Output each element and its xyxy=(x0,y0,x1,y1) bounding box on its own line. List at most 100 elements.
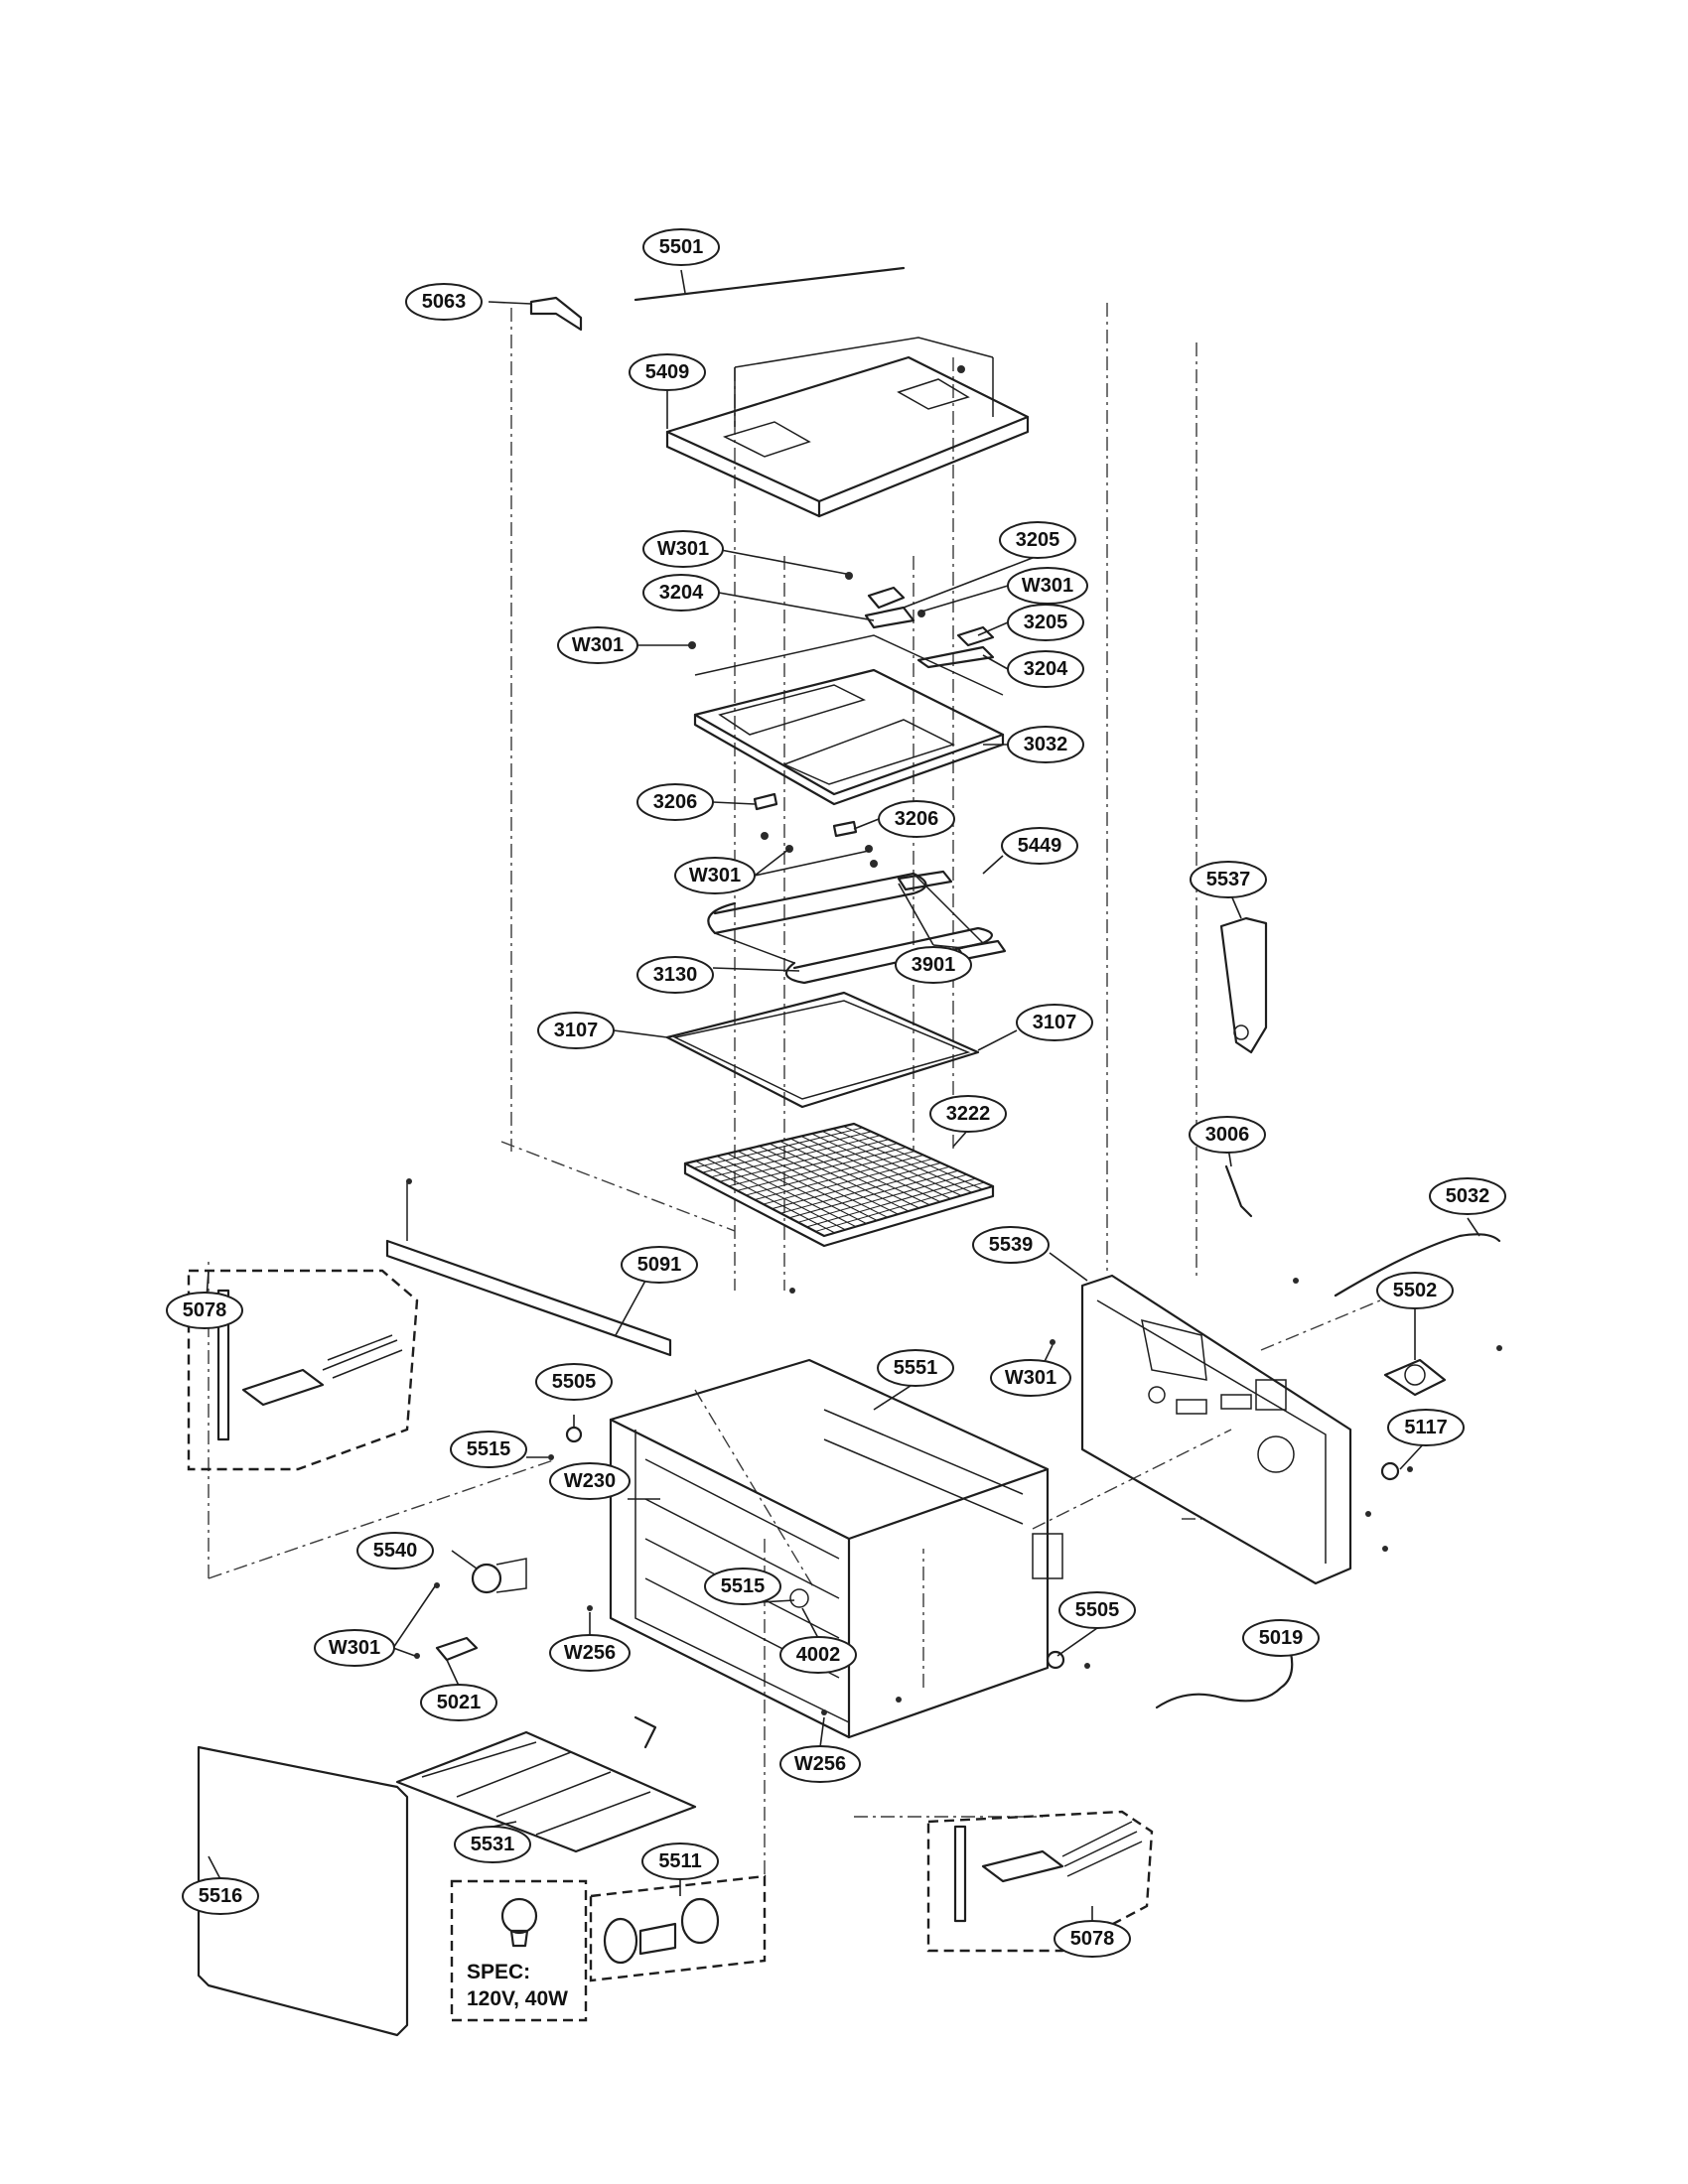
callout-label: W256 xyxy=(794,1753,846,1775)
callout-label: 5032 xyxy=(1446,1185,1490,1207)
part-5502-motor xyxy=(1383,1358,1447,1397)
callout-3206-a: 3206 xyxy=(636,783,714,821)
callout-w256-b: W256 xyxy=(779,1745,861,1783)
callout-5501: 5501 xyxy=(642,228,720,266)
callout-3206-b: 3206 xyxy=(878,800,955,838)
callout-3222: 3222 xyxy=(929,1095,1007,1133)
part-5505-lower xyxy=(1046,1650,1065,1670)
callout-label: 5117 xyxy=(1404,1417,1447,1438)
callout-5409: 5409 xyxy=(629,353,706,391)
screws-top xyxy=(688,365,965,649)
callout-3006: 3006 xyxy=(1189,1116,1266,1154)
part-5063-bracket xyxy=(529,296,583,332)
part-5501-rod xyxy=(633,266,906,302)
callout-label: 5515 xyxy=(721,1575,766,1597)
part-5091-bar xyxy=(385,1181,672,1357)
part-5551-oven-cavity xyxy=(609,1358,1063,1739)
callout-label: 3032 xyxy=(1024,734,1068,755)
callout-label: 3006 xyxy=(1205,1124,1250,1146)
callout-5091: 5091 xyxy=(621,1246,698,1284)
part-5505-upper xyxy=(565,1426,583,1443)
part-5511-lamp-assembly xyxy=(589,1874,767,1982)
spec-label: SPEC: 120V, 40W xyxy=(467,1961,568,2010)
callout-5078-b: 5078 xyxy=(1054,1920,1131,1958)
callout-w256-a: W256 xyxy=(549,1634,631,1672)
callout-3901: 3901 xyxy=(895,946,972,984)
callout-5449: 5449 xyxy=(1001,827,1078,865)
callout-label: 5078 xyxy=(183,1299,227,1321)
callout-w301-b: W301 xyxy=(1007,567,1088,605)
part-5019-wire xyxy=(1155,1651,1294,1709)
spec-bulb-box xyxy=(450,1879,588,2022)
callout-label: W256 xyxy=(564,1642,616,1664)
callout-label: 5511 xyxy=(658,1850,701,1872)
callout-label: 3901 xyxy=(912,954,956,976)
callout-5539: 5539 xyxy=(972,1226,1050,1264)
callout-label: 5409 xyxy=(645,361,690,383)
callout-3204-b: 3204 xyxy=(1007,650,1084,688)
callout-label: 5537 xyxy=(1206,869,1251,890)
part-3204-3205-brackets xyxy=(864,586,995,669)
part-5409-top-cover xyxy=(665,337,1030,518)
part-3222-grille xyxy=(683,1122,995,1248)
callout-3205-a: 3205 xyxy=(999,521,1076,559)
callout-label: 5501 xyxy=(659,236,704,258)
part-5117-cap xyxy=(1380,1461,1413,1481)
callout-5516: 5516 xyxy=(182,1877,259,1915)
callout-label: W230 xyxy=(564,1470,616,1492)
part-5515-upper xyxy=(548,1454,554,1460)
callout-label: 3206 xyxy=(653,791,698,813)
callout-label: 5019 xyxy=(1259,1627,1304,1649)
callout-w230: W230 xyxy=(549,1462,631,1500)
callout-label: 5539 xyxy=(989,1234,1034,1256)
callout-w301-d: W301 xyxy=(674,857,756,894)
callout-label: 3205 xyxy=(1016,529,1060,551)
spec-line-1: SPEC: xyxy=(467,1961,530,1983)
callout-label: 5531 xyxy=(471,1834,515,1855)
callout-w301-c: W301 xyxy=(557,626,638,664)
callout-5505-b: 5505 xyxy=(1058,1591,1136,1629)
callout-5531: 5531 xyxy=(454,1826,531,1863)
callout-5032: 5032 xyxy=(1429,1177,1506,1215)
callout-label: 3107 xyxy=(1033,1012,1077,1033)
part-5078-right-assembly xyxy=(926,1810,1154,1953)
callout-label: 3107 xyxy=(554,1020,599,1041)
part-5540-socket xyxy=(471,1558,527,1594)
part-3107-gasket xyxy=(665,991,980,1109)
callout-4002: 4002 xyxy=(779,1636,857,1674)
callout-3130: 3130 xyxy=(636,956,714,994)
part-5449-3901-brackets xyxy=(897,870,1007,961)
part-5078-left-assembly xyxy=(187,1269,419,1471)
callout-3107-b: 3107 xyxy=(1016,1004,1093,1041)
callout-label: 5516 xyxy=(199,1885,243,1907)
callout-5540: 5540 xyxy=(356,1532,434,1570)
callout-label: 5091 xyxy=(637,1254,682,1276)
callout-3107-a: 3107 xyxy=(537,1012,615,1049)
callout-3205-b: 3205 xyxy=(1007,604,1084,641)
callout-label: 3222 xyxy=(946,1103,991,1125)
callout-5019: 5019 xyxy=(1242,1619,1320,1657)
callout-label: 4002 xyxy=(796,1644,841,1666)
callout-label: 5502 xyxy=(1393,1280,1438,1301)
callout-label: 3204 xyxy=(1024,658,1068,680)
callout-label: 5063 xyxy=(422,291,467,313)
callout-5505-a: 5505 xyxy=(535,1363,613,1401)
part-5531-element xyxy=(395,1715,697,1853)
callout-label: 5021 xyxy=(437,1692,482,1713)
callout-5515-a: 5515 xyxy=(450,1431,527,1468)
callout-5117: 5117 xyxy=(1387,1409,1465,1446)
callout-label: 5515 xyxy=(467,1438,511,1460)
callout-w301-e: W301 xyxy=(990,1359,1071,1397)
callout-label: W301 xyxy=(329,1637,380,1659)
callout-label: 5505 xyxy=(552,1371,597,1393)
callout-label: 5078 xyxy=(1070,1928,1115,1950)
callout-3204-a: 3204 xyxy=(642,574,720,612)
screws-misc xyxy=(406,1178,1502,1715)
callout-label: 3130 xyxy=(653,964,698,986)
callout-label: 5505 xyxy=(1075,1599,1120,1621)
callout-label: 5449 xyxy=(1018,835,1062,857)
callout-label: W301 xyxy=(1005,1367,1056,1389)
part-3006-sensor xyxy=(1224,1164,1253,1218)
callout-5551: 5551 xyxy=(877,1349,954,1387)
